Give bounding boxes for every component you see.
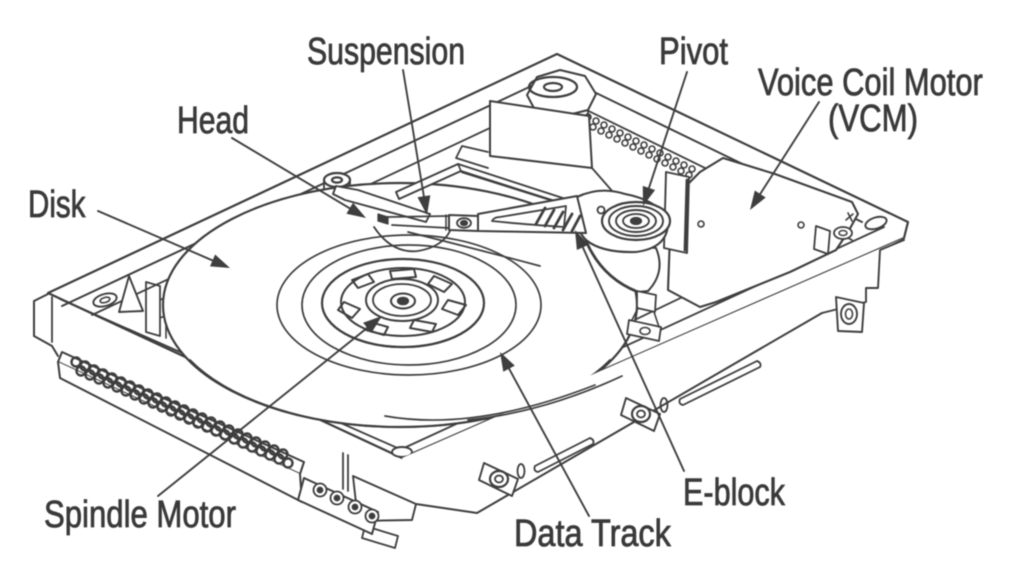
svg-text:E-block: E-block — [683, 472, 786, 514]
svg-text:(VCM): (VCM) — [828, 98, 918, 140]
svg-text:Suspension: Suspension — [307, 31, 465, 73]
svg-text:Spindle Motor: Spindle Motor — [44, 494, 236, 536]
svg-text:Data Track: Data Track — [514, 513, 671, 555]
svg-text:Pivot: Pivot — [659, 31, 728, 73]
svg-text:Voice Coil Motor: Voice Coil Motor — [758, 62, 983, 104]
svg-text:Head: Head — [177, 100, 249, 142]
svg-text:Disk: Disk — [28, 184, 86, 226]
